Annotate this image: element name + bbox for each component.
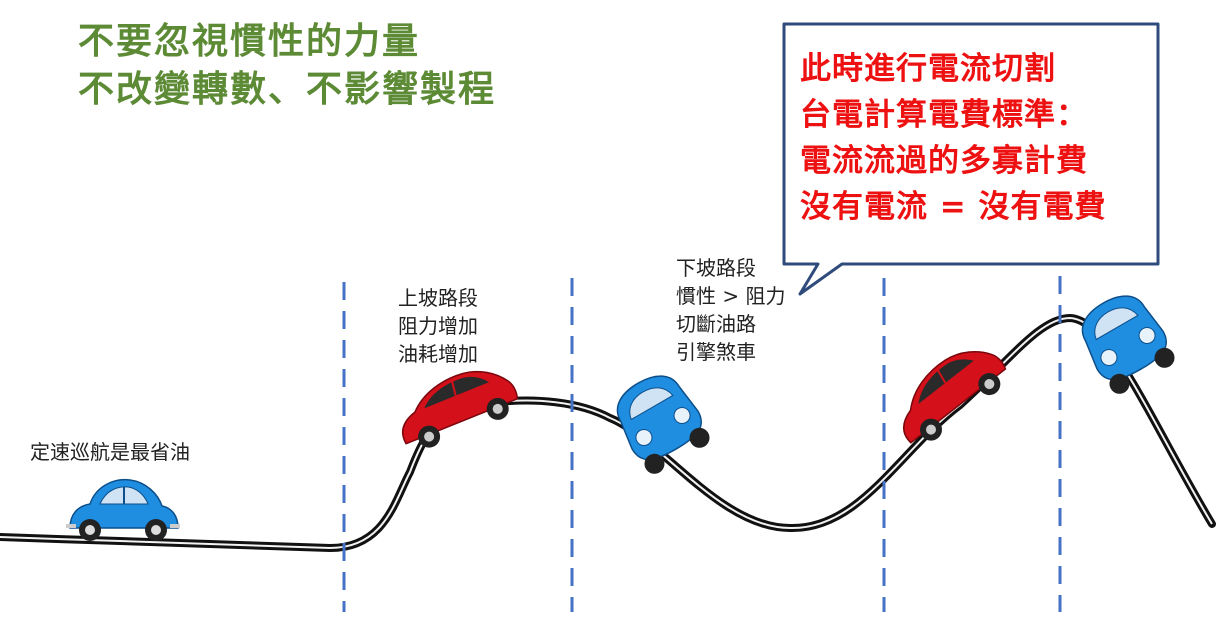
red-hatchback-car-uphill (388, 356, 525, 457)
cruise-label: 定速巡航是最省油 (30, 440, 190, 464)
callout-box (782, 22, 1160, 296)
uphill-line-1: 上坡路段 (398, 286, 478, 310)
uphill-label: 上坡路段 阻力增加 油耗增加 (398, 284, 478, 368)
downhill-line-3: 切斷油路 (676, 312, 756, 336)
callout-line-1: 此時進行電流切割 (800, 51, 1056, 87)
blue-car-downhill-2 (1069, 283, 1181, 400)
uphill-line-2: 阻力增加 (398, 314, 478, 338)
callout-line-4: 沒有電流 = 沒有電費 (800, 189, 1107, 225)
callout-line-3: 電流流過的多寡計費 (800, 143, 1088, 179)
downhill-line-4: 引擎煞車 (676, 340, 756, 364)
title-line-1: 不要忽視慣性的力量 (78, 21, 421, 62)
blue-beetle-car (65, 478, 181, 542)
title-line-2: 不改變轉數、不影響製程 (78, 69, 497, 110)
callout-text: 此時進行電流切割 台電計算電費標準： 電流流過的多寡計費 沒有電流 = 沒有電費 (800, 46, 1107, 230)
callout-line-2: 台電計算電費標準： (800, 97, 1088, 133)
uphill-line-3: 油耗增加 (398, 342, 478, 366)
downhill-label: 下坡路段 慣性 > 阻力 切斷油路 引擎煞車 (676, 254, 785, 366)
blue-car-downhill (604, 363, 716, 480)
downhill-line-1: 下坡路段 (676, 256, 756, 280)
road-track (0, 313, 1216, 553)
page-title: 不要忽視慣性的力量 不改變轉數、不影響製程 (78, 18, 496, 114)
downhill-line-2: 慣性 > 阻力 (676, 284, 786, 308)
red-hatchback-car-uphill-2 (882, 332, 1016, 455)
